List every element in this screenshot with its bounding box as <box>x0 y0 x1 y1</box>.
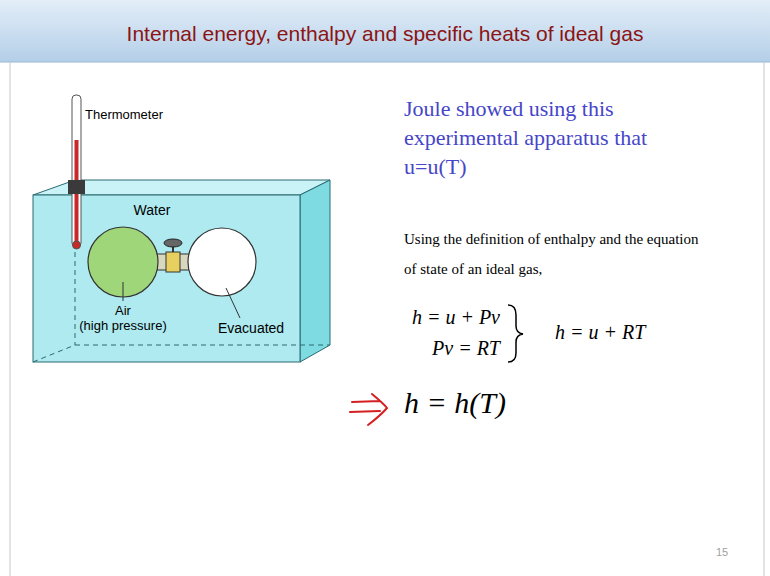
statement: Joule showed using this experimental app… <box>404 94 659 181</box>
part-label: Water <box>134 202 171 218</box>
tank-side <box>300 180 330 362</box>
evacuated-sphere <box>188 228 256 296</box>
hidden-edge <box>75 345 330 346</box>
note: Using the definition of enthalpy and the… <box>404 224 704 284</box>
part-label: Evacuated <box>218 320 284 336</box>
valve-handle <box>164 239 182 247</box>
part-label: Thermometer <box>85 107 163 122</box>
title-rule <box>0 62 770 63</box>
hidden-edge <box>33 345 75 362</box>
title-band <box>0 0 770 62</box>
page-number: 15 <box>716 546 728 558</box>
thermometer-tube <box>72 95 81 247</box>
equation: Pv = RT <box>432 337 500 360</box>
leader-line <box>226 288 240 318</box>
equation: h = h(T) <box>404 386 506 420</box>
part-label: Air <box>115 303 131 318</box>
stopper <box>68 180 85 194</box>
thermometer-bulb <box>73 241 81 249</box>
equation: h = u + Pv <box>412 306 500 329</box>
slide-border <box>764 62 765 576</box>
implies-arrow <box>350 394 387 425</box>
part-label: (high pressure) <box>79 318 166 333</box>
brace <box>508 305 523 362</box>
slide-border <box>10 62 11 576</box>
equation: h = u + RT <box>555 321 645 344</box>
valve-body <box>166 252 180 272</box>
leader-line <box>123 282 124 301</box>
tank-top <box>33 180 330 195</box>
slide-title: Internal energy, enthalpy and specific h… <box>127 22 644 46</box>
